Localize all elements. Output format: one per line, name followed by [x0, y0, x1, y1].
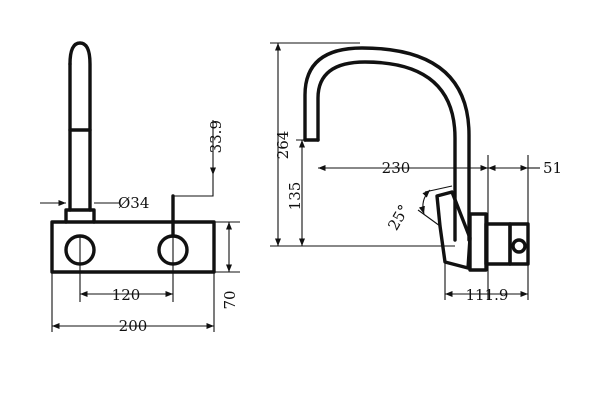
- spout-diameter-label: Ø34: [118, 194, 149, 212]
- spout-reach-label: 230: [382, 159, 411, 177]
- spout-diameter-dimension: Ø34: [40, 194, 149, 212]
- front-spout: [64, 41, 96, 224]
- handle-spacing-dimension: 120: [80, 286, 173, 304]
- spout-reach-dimension: 230: [318, 155, 489, 300]
- overall-height-label: 264: [274, 131, 292, 160]
- overall-height-dimension: 264: [270, 42, 455, 247]
- plate-width-dimension: 200: [51, 272, 215, 335]
- front-handle-left: [64, 234, 96, 302]
- spout-angle-label: 25°: [384, 201, 413, 233]
- plate-height-dimension: 70: [214, 221, 240, 310]
- front-wall-plate: [50, 220, 216, 274]
- body-projection-label: 51: [543, 159, 562, 177]
- body-projection-dimension: 51: [488, 155, 562, 224]
- outlet-height-dimension: 135: [286, 139, 318, 246]
- handle-offset-dimension: 33.9: [173, 120, 225, 197]
- front-view: 33.9 Ø34 120 200 70: [40, 41, 240, 335]
- wall-depth-dimension: 111.9: [444, 262, 529, 304]
- wall-depth-label: 111.9: [466, 286, 509, 304]
- side-view: 264 135 230 51 25°: [270, 42, 562, 304]
- side-spout: [303, 46, 471, 242]
- handle-spacing-label: 120: [112, 286, 141, 304]
- side-handle-body: [435, 190, 530, 272]
- handle-offset-label: 33.9: [207, 120, 225, 153]
- plate-height-label: 70: [221, 290, 239, 309]
- outlet-height-label: 135: [286, 182, 304, 211]
- plate-width-label: 200: [119, 317, 148, 335]
- front-handle-right: [157, 194, 189, 302]
